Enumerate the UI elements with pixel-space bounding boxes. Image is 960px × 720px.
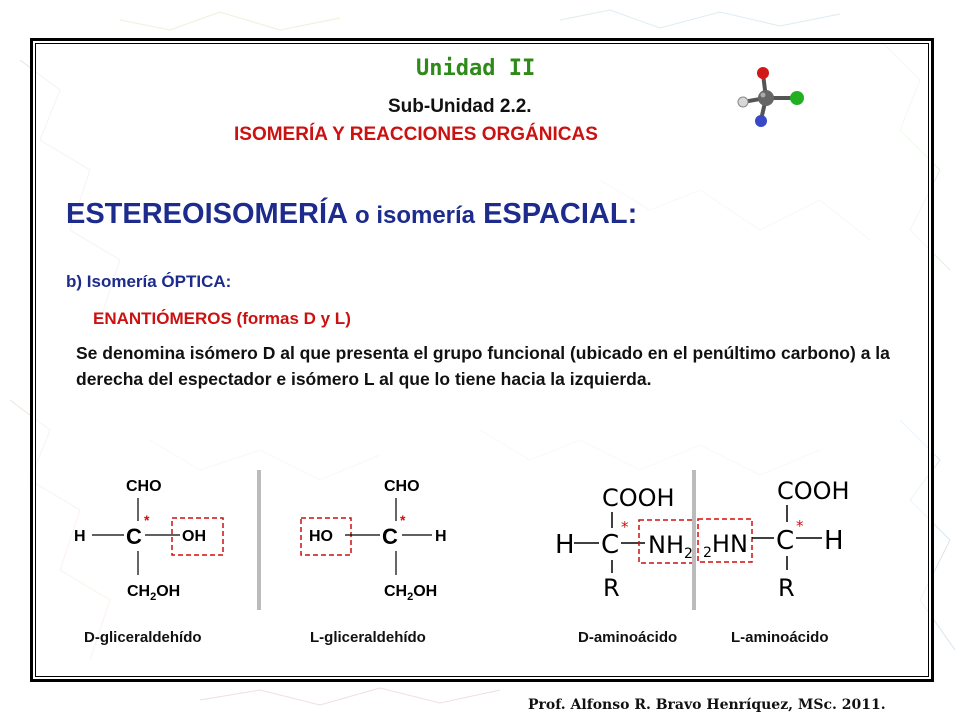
d-aa-top: COOH: [602, 484, 675, 512]
l-glyceraldehyde-structure: CHO HO C * H CH2OH: [300, 478, 447, 603]
d-gly-bottom: CH2OH: [127, 583, 180, 603]
d-aa-bottom: R: [603, 574, 620, 602]
l-gly-center: C: [382, 524, 398, 549]
caption-d-aminoacid: D-aminoácido: [578, 629, 678, 646]
d-aa-star: *: [621, 518, 629, 536]
d-aminoacid-structure: COOH H C * NH2 R: [555, 484, 694, 602]
subunit-title: Sub-Unidad 2.2.: [388, 96, 532, 117]
l-aa-top: COOH: [777, 477, 850, 505]
l-gly-top: CHO: [384, 478, 420, 495]
section-heading: ESTEREOISOMERÍA o isomería ESPACIAL:: [66, 198, 637, 231]
heading-part3: ESPACIAL:: [483, 198, 638, 230]
l-aminoacid-structure: COOH 2HN C * H R: [697, 477, 850, 602]
caption-l-aminoacid: L-aminoácido: [731, 629, 829, 646]
l-gly-star: *: [400, 512, 406, 528]
d-gly-left: H: [74, 528, 86, 545]
d-gly-center: C: [126, 524, 142, 549]
d-gly-top: CHO: [126, 478, 162, 495]
caption-l-glyceraldehyde: L-gliceraldehído: [310, 629, 426, 646]
topic-title: ISOMERÍA Y REACCIONES ORGÁNICAS: [234, 124, 598, 145]
d-aa-left: H: [555, 530, 575, 560]
heading-part2: o isomería: [354, 202, 476, 229]
l-aa-star: *: [796, 517, 804, 535]
definition-paragraph: Se denomina isómero D al que presenta el…: [76, 343, 890, 389]
subsection-label: b) Isomería ÓPTICA:: [66, 272, 232, 291]
molecule-model-icon: [737, 67, 804, 127]
caption-d-glyceraldehyde: D-gliceraldehído: [84, 629, 202, 646]
slide-frame: [30, 38, 934, 682]
unit-title: Unidad II: [416, 56, 536, 81]
d-gly-oh-box: [171, 517, 224, 556]
d-glyceraldehyde-structure: CHO H C * OH CH2OH: [74, 478, 224, 603]
d-aa-center: C: [601, 530, 619, 560]
l-aa-left: 2HN: [703, 530, 748, 561]
l-aa-h2n-box: [697, 518, 753, 563]
heading-part1: ESTEREOISOMERÍA: [66, 198, 347, 230]
enantiomers-label: ENANTIÓMEROS (formas D y L): [93, 309, 351, 328]
d-gly-right: OH: [182, 528, 206, 545]
l-gly-bottom: CH2OH: [384, 583, 437, 603]
l-gly-left: HO: [309, 528, 333, 545]
l-gly-right: H: [435, 528, 447, 545]
l-aa-right: H: [824, 526, 844, 556]
author-footer: Prof. Alfonso R. Bravo Henríquez, MSc. 2…: [528, 697, 886, 713]
d-aa-right: NH2: [648, 531, 693, 562]
l-aa-center: C: [776, 526, 794, 556]
d-gly-star: *: [144, 512, 150, 528]
l-gly-ho-box: [300, 517, 352, 556]
l-aa-bottom: R: [778, 574, 795, 602]
